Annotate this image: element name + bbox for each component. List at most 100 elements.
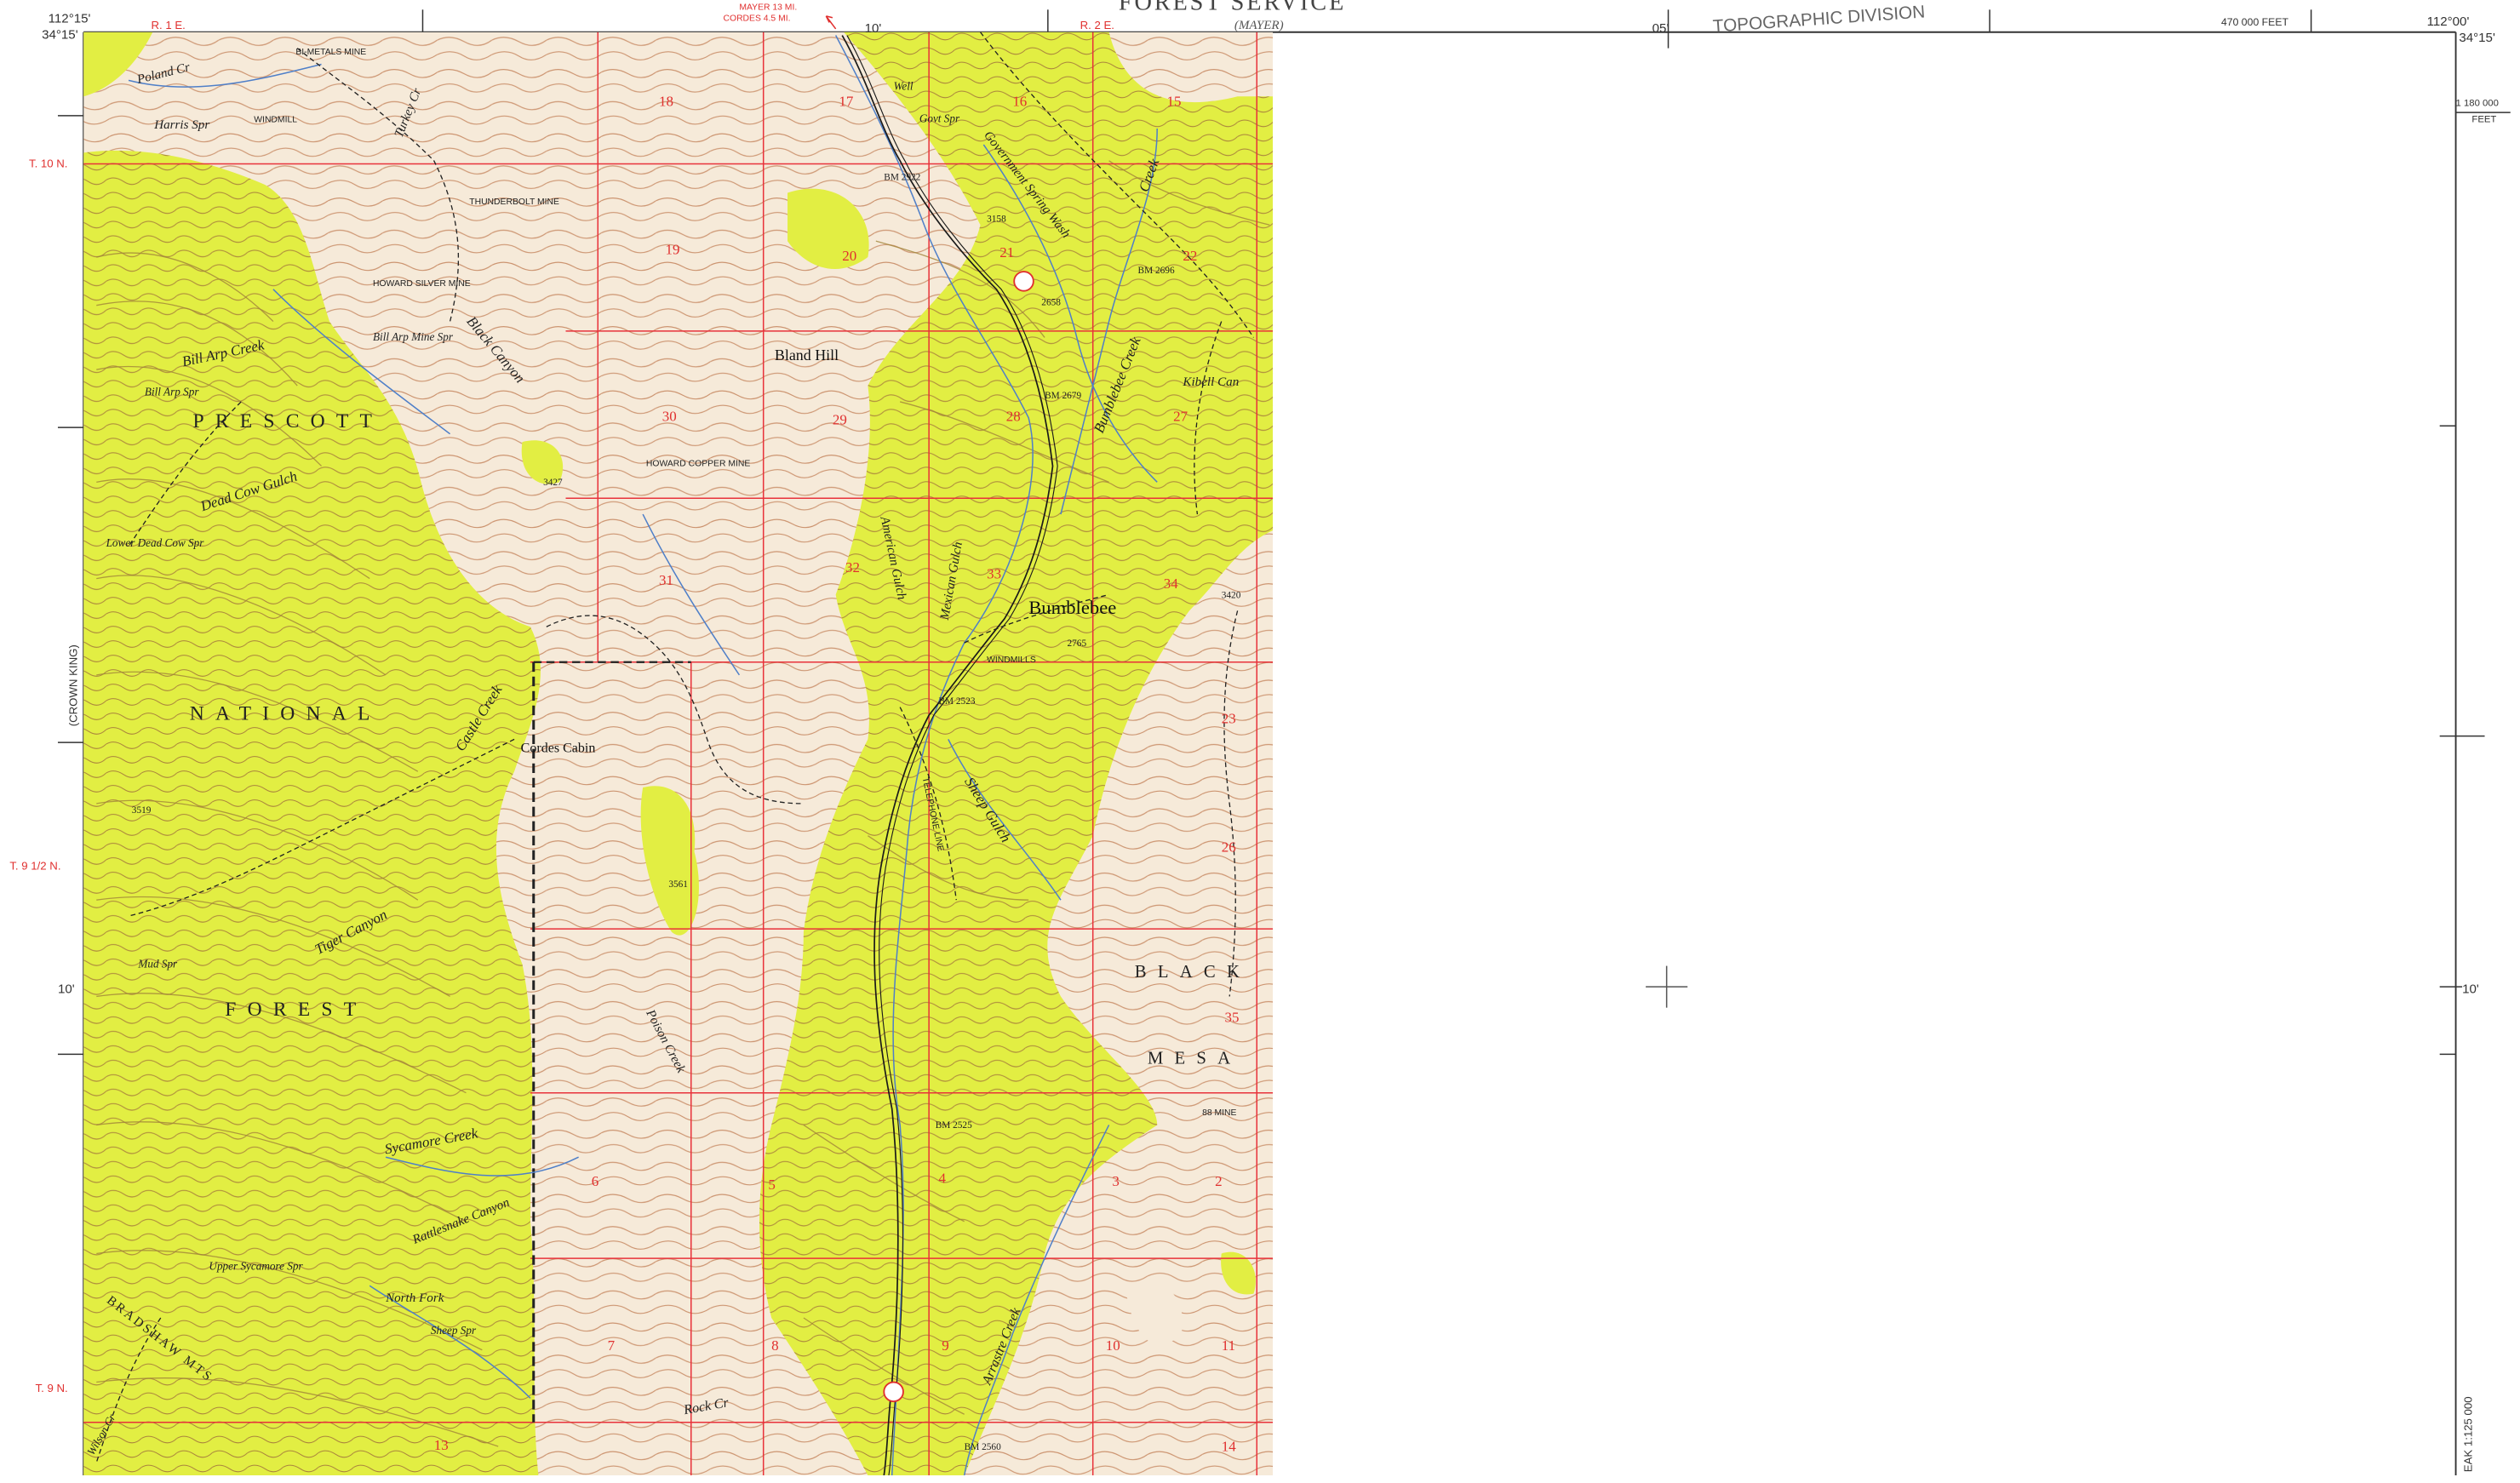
region-label-mesa: MESA: [1148, 1050, 1242, 1068]
township-label: T. 9 N.: [36, 1382, 68, 1394]
range-label: R. 2 E.: [1080, 19, 1114, 31]
right-tick-label: FEET: [2471, 114, 2496, 124]
section-number: 18: [659, 94, 673, 110]
corner-ne-longitude: 112°00': [2427, 14, 2470, 29]
feature-label: Bill Arp Spr: [145, 385, 199, 398]
trails: [95, 31, 1255, 1463]
section-number: 9: [942, 1337, 949, 1354]
benchmark: BM 2525: [936, 1120, 972, 1131]
feature-label: Kibell Can: [1182, 375, 1239, 389]
benchmark: BM 2922: [884, 172, 920, 182]
benchmark: 3158: [987, 215, 1006, 225]
section-number: 5: [768, 1177, 776, 1193]
feature-label: Well: [894, 80, 914, 93]
arrow-note-line: CORDES 4.5 MI.: [724, 14, 791, 24]
corner-nw-latitude: 34°15': [42, 27, 78, 42]
section-numbers: 18 17 16 15 19 20 21 22 30 29 28 27 31 3…: [434, 94, 1240, 1455]
place-labels: Bumblebee Bland Hill Cordes Cabin: [521, 346, 1117, 756]
benchmarks: BM 2922 3158 BM 2696 2658 BM 2679 3427 B…: [132, 172, 1241, 1452]
mountain-contours: [96, 160, 1270, 1447]
benchmark: 2658: [1041, 298, 1061, 308]
section-number: 27: [1173, 409, 1188, 425]
region-label-black: BLACK: [1135, 963, 1251, 982]
map-body: 18 17 16 15 19 20 21 22 30 29 28 27 31 3…: [83, 31, 1274, 1476]
section-number: 11: [1222, 1337, 1235, 1354]
section-grid: [83, 31, 1274, 1476]
stamp-text: TOPOGRAPHIC DIVISION: [1712, 2, 1926, 36]
section-number: 7: [608, 1337, 616, 1354]
feature-label: Upper Sycamore Spr: [209, 1259, 303, 1272]
feature-label: WINDMILL: [254, 115, 297, 124]
place-cordes-cabin: Cordes Cabin: [521, 741, 596, 755]
township-label: T. 9 1/2 N.: [9, 859, 60, 872]
benchmark: 3420: [1222, 590, 1241, 600]
right-tick-label: 10': [2462, 982, 2479, 997]
crosshair-mark: [1646, 965, 1688, 1008]
section-number: 13: [434, 1437, 449, 1453]
section-number: 28: [1006, 409, 1021, 425]
section-number: 21: [999, 244, 1014, 261]
feature-label: Bill Arp Mine Spr: [373, 330, 454, 343]
section-number: 29: [833, 411, 847, 427]
section-number: 6: [592, 1173, 599, 1189]
woodland-areas: [83, 31, 1274, 1476]
section-number: 31: [659, 572, 673, 588]
top-tick-label: 05': [1652, 21, 1670, 36]
section-number: 17: [839, 94, 853, 110]
benchmark: 3519: [132, 805, 152, 816]
benchmark: BM 2523: [938, 696, 975, 707]
section-number: 22: [1183, 248, 1197, 264]
right-ticks: [2439, 112, 2511, 1056]
streams: [128, 35, 1158, 1476]
left-tick-label: 10': [58, 982, 75, 997]
range-label: R. 1 E.: [151, 19, 185, 31]
place-bland-hill: Bland Hill: [775, 346, 839, 364]
feature-label: THUNDERBOLT MINE: [469, 198, 559, 207]
route-shields: [883, 271, 1034, 1403]
section-number: 26: [1222, 839, 1236, 856]
section-number: 14: [1222, 1439, 1236, 1455]
top-ticks: [421, 9, 2312, 49]
section-number: 30: [662, 409, 677, 425]
section-number: 4: [938, 1170, 946, 1186]
section-number: 23: [1222, 711, 1236, 727]
corner-nw-longitude: 112°15': [49, 11, 91, 26]
benchmark: 3561: [668, 879, 688, 890]
section-number: 8: [771, 1337, 779, 1354]
feature-label: Harris Spr: [153, 118, 209, 132]
feature-label: North Fork: [385, 1291, 444, 1305]
section-number: 32: [845, 559, 860, 575]
route-shield-icon: [883, 1381, 904, 1403]
top-tick-label: 470 000 FEET: [2221, 16, 2289, 28]
feature-label: WINDMILLS: [987, 656, 1036, 665]
route-shield-icon: [1013, 271, 1034, 292]
region-label-national: NATIONAL: [190, 703, 381, 725]
left-ticks: [57, 115, 84, 1056]
feature-label: 88 MINE: [1202, 1108, 1236, 1118]
section-number: 16: [1012, 94, 1027, 110]
header-title: FOREST SERVICE: [1119, 0, 1346, 15]
benchmark: 2765: [1067, 638, 1086, 649]
right-vertical-label: EAK 1:125 000: [2461, 1396, 2474, 1472]
section-number: 15: [1167, 94, 1182, 110]
roads: [841, 35, 1058, 1476]
benchmark: BM 2679: [1045, 391, 1081, 401]
section-number: 34: [1164, 575, 1178, 592]
section-number: 33: [987, 566, 1001, 582]
top-tick-label: 10': [865, 21, 882, 36]
corner-ne-latitude: 34°15': [2459, 31, 2495, 45]
feature-label: Mud Spr: [137, 957, 178, 970]
adjoining-sheet-label: (CROWN KING): [67, 644, 80, 726]
feature-label: HOWARD COPPER MINE: [646, 459, 750, 468]
township-label: T. 10 N.: [29, 157, 68, 169]
section-number: 2: [1215, 1173, 1223, 1189]
place-bumblebee: Bumblebee: [1028, 597, 1116, 618]
benchmark: 3427: [543, 478, 563, 488]
feature-label: Sheep Spr: [431, 1324, 477, 1337]
section-number: 20: [842, 248, 856, 264]
section-number: 10: [1106, 1337, 1120, 1354]
benchmark: BM 2560: [965, 1442, 1001, 1452]
region-label-forest: FOREST: [225, 999, 367, 1021]
